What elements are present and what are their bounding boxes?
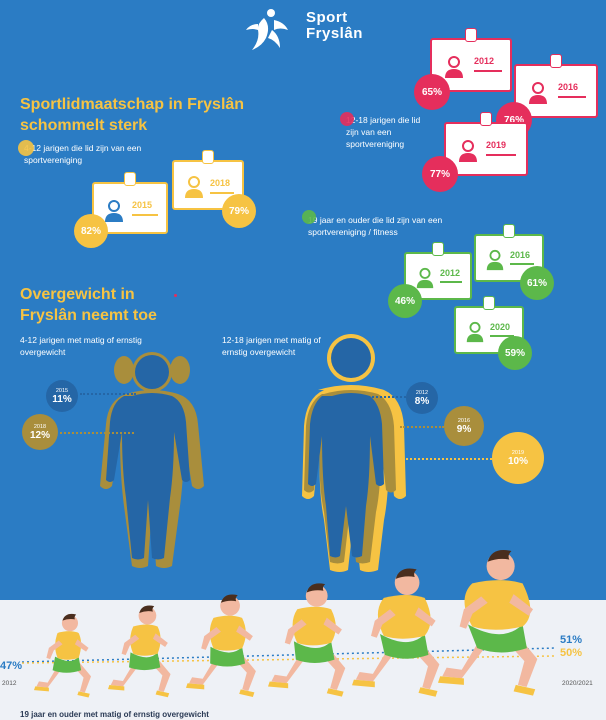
logo-text: Sport Fryslân [306,10,363,42]
section1-title-line2: schommelt sterk [20,117,148,134]
adults-start-year: 2012 [2,680,17,687]
logo-icon [246,9,288,50]
kids-2015-dotline [80,393,136,395]
runner-figure [34,613,92,698]
adults-end-pct-a: 51% [560,634,583,646]
kids-overweight-label: 4-12 jarigen met matig of ernstig overge… [20,335,142,357]
badge-19plus-2016: 61% [520,266,554,300]
group-4-12-label: 4-12 jarigen die lid zijn van een sportv… [24,143,142,165]
person-icon [529,82,547,104]
teens-2016-dotline [400,426,444,428]
person-icon [185,176,203,198]
person-icon [486,249,504,271]
section2-title-line1: Overgewicht in [20,286,135,303]
badge-19plus-2012: 46% [388,284,422,318]
group-4-12-dot [18,140,34,156]
person-icon [445,56,463,78]
logo-line2: Fryslân [306,25,363,42]
badge-4-12-2015: 82% [74,214,108,248]
person-icon [416,267,434,289]
runner-figure [268,583,346,697]
logo [244,6,302,54]
teens-2019-dotline [406,458,492,460]
trend-line [21,647,557,664]
card-12-18-2016: 2016 [514,54,598,118]
adults-start-pct: 47% [0,660,23,672]
badge-12-18-2012: 65% [414,74,450,110]
badge-19plus-2020: 59% [498,336,532,370]
red-dot [174,294,177,297]
section2-title-line2: Fryslân neemt toe [20,307,157,324]
group-12-18-dot [340,112,354,126]
group-19plus-dot [302,210,316,224]
runner-figure [438,550,538,696]
person-icon [459,140,477,162]
runner-figure [108,605,171,698]
section1-title-line1: Sportlidmaatschap in Fryslân [20,96,245,113]
badge-4-12-2018: 79% [222,194,256,228]
adults-end-year: 2020/2021 [562,680,593,687]
adults-end-pct-b: 50% [560,647,583,659]
section2-title: Overgewicht in Fryslân neemt toe [20,284,220,326]
kids-2018-dotline [60,432,134,434]
runner-figure [186,594,256,697]
person-icon [466,321,484,343]
card-12-18-2019: 2019 [444,112,528,176]
logo-line1: Sport [306,9,348,26]
group-19plus-label: 19 jaar en ouder die lid zijn van een sp… [308,215,443,237]
teens-2012-dotline [360,396,406,398]
group-12-18-label: 12-18 jarigen die lid zijn van een sport… [346,115,421,149]
badge-12-18-2019: 77% [422,156,458,192]
person-icon [105,200,123,222]
adults-label: 19 jaar en ouder met matig of ernstig ov… [20,710,209,719]
runner-figure [352,568,440,697]
girl-silhouette [100,352,204,568]
section1-title: Sportlidmaatschap in Fryslân schommelt s… [20,94,300,136]
boy-silhouette [302,334,406,572]
teens-overweight-label: 12-18 jarigen met matig of ernstig overg… [222,335,321,357]
